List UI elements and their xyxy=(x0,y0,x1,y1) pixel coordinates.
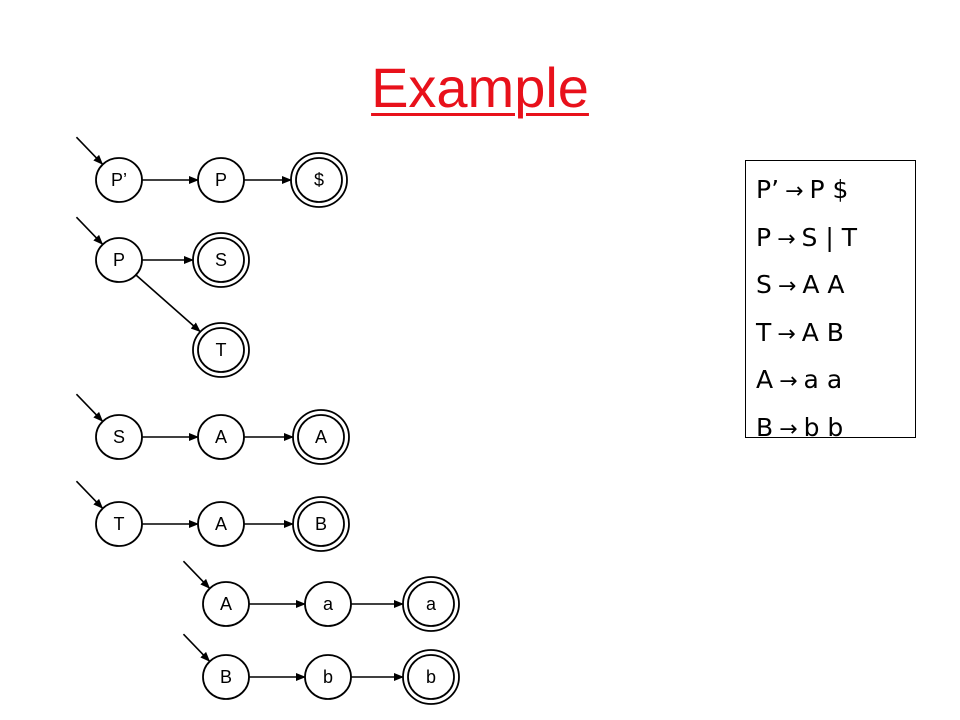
state-label: P xyxy=(113,250,125,270)
final-state: B xyxy=(292,496,350,552)
state-label: b xyxy=(323,667,333,687)
start-arrow xyxy=(182,560,211,589)
right-arrow-icon: → xyxy=(779,416,798,442)
state: S xyxy=(95,414,143,460)
rule-lhs: T xyxy=(756,317,772,347)
right-arrow-icon: → xyxy=(777,226,796,252)
start-arrow xyxy=(182,633,211,662)
transition-arrow xyxy=(135,274,201,333)
grammar-rule: S→A A xyxy=(756,261,915,309)
state: B xyxy=(202,654,250,700)
rule-lhs: P xyxy=(756,222,772,252)
rule-rhs: b b xyxy=(803,412,844,442)
grammar-rule: P→S | T xyxy=(756,214,915,262)
state: b xyxy=(304,654,352,700)
state-label: b xyxy=(426,667,436,687)
state: A xyxy=(197,501,245,547)
state: a xyxy=(304,581,352,627)
state-label: a xyxy=(426,594,437,614)
final-state: a xyxy=(402,576,460,632)
rule-rhs: P $ xyxy=(809,175,849,204)
state-label: S xyxy=(113,427,125,447)
final-state: S xyxy=(192,232,250,288)
state: T xyxy=(95,501,143,547)
state-label: S xyxy=(215,250,227,270)
state-label: a xyxy=(323,594,334,614)
grammar-rule: T→A B xyxy=(756,309,915,357)
final-state: $ xyxy=(290,152,348,208)
grammar-rule: P’→P $ xyxy=(756,166,915,214)
rule-lhs: A xyxy=(756,365,774,394)
start-arrow xyxy=(75,216,104,245)
state-label: P’ xyxy=(111,170,127,190)
rule-rhs: A B xyxy=(801,317,844,347)
start-arrow xyxy=(75,480,104,509)
rule-rhs: A A xyxy=(802,270,845,299)
state-label: B xyxy=(315,514,327,534)
slide-title: Example xyxy=(371,56,589,119)
right-arrow-icon: → xyxy=(779,369,798,394)
start-arrow xyxy=(75,136,104,165)
rule-rhs: a a xyxy=(803,365,843,394)
state-label: A xyxy=(220,594,232,614)
rule-lhs: P’ xyxy=(756,175,780,204)
state-label: T xyxy=(114,514,125,534)
right-arrow-icon: → xyxy=(777,321,796,347)
final-state: b xyxy=(402,649,460,705)
state-label: A xyxy=(215,427,227,447)
state-label: A xyxy=(215,514,227,534)
state-label: T xyxy=(216,340,227,360)
right-arrow-icon: → xyxy=(785,179,804,204)
rule-lhs: B xyxy=(756,412,774,442)
grammar-rule: B→b b xyxy=(756,404,915,452)
state: A xyxy=(197,414,245,460)
state: P xyxy=(197,157,245,203)
start-arrow xyxy=(75,393,104,422)
right-arrow-icon: → xyxy=(777,274,797,299)
rule-lhs: S xyxy=(756,270,772,299)
state-label: $ xyxy=(314,170,324,190)
grammar-rule: A→a a xyxy=(756,356,915,404)
automaton-p: P S T xyxy=(75,216,250,378)
state: A xyxy=(202,581,250,627)
state-label: B xyxy=(220,667,232,687)
automaton-p-prime: P’ P $ xyxy=(75,136,348,208)
state: P xyxy=(95,237,143,283)
final-state: T xyxy=(192,322,250,378)
state: P’ xyxy=(95,157,143,203)
state-label: P xyxy=(215,170,227,190)
final-state: A xyxy=(292,409,350,465)
state-label: A xyxy=(315,427,327,447)
rule-rhs: S | T xyxy=(801,222,857,252)
